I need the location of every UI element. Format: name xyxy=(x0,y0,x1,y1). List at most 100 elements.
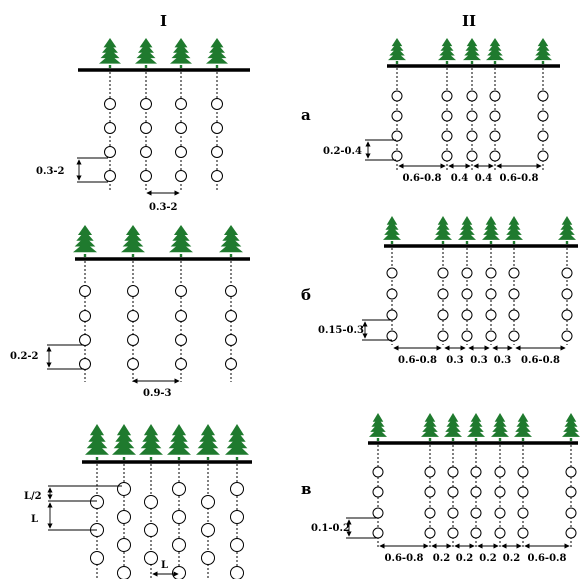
seedling-circle xyxy=(561,309,573,321)
seedling-circle xyxy=(211,98,223,110)
seedling-circle xyxy=(470,527,482,539)
tree-icon xyxy=(534,38,552,64)
seedling-circle xyxy=(466,90,478,102)
seedling-circle xyxy=(565,486,577,498)
seedling-circle xyxy=(466,130,478,142)
tree-icon xyxy=(85,424,109,460)
seedling-circle xyxy=(441,110,453,122)
seedling-circle xyxy=(225,285,237,297)
seedling-circle xyxy=(140,170,152,182)
tree-icon xyxy=(514,413,532,441)
seedling-circle xyxy=(90,495,104,509)
seedling-circle xyxy=(172,538,186,552)
seedling-circle xyxy=(485,309,497,321)
planting-row xyxy=(79,261,91,382)
seedling-circle xyxy=(230,482,244,496)
seedling-circle xyxy=(565,527,577,539)
seedling-circle xyxy=(175,358,187,370)
right-c-vertical-label: 0.1-0.2 xyxy=(311,523,350,534)
seedling-circle xyxy=(494,486,506,498)
seedling-circle xyxy=(447,527,459,539)
planting-row xyxy=(175,261,187,382)
planting-row xyxy=(494,445,506,548)
seedling-circle xyxy=(466,150,478,162)
planting-row xyxy=(211,72,223,192)
row-letter-a: а xyxy=(301,106,311,124)
seedling-circle xyxy=(201,495,215,509)
seedling-circle xyxy=(230,566,244,580)
left2-horizontal-label: 0.9-3 xyxy=(143,388,172,399)
seedling-circle xyxy=(470,507,482,519)
seedling-circle xyxy=(144,551,158,565)
seedling-circle xyxy=(175,334,187,346)
seedling-circle xyxy=(391,130,403,142)
right-c-spacing-label: 0.6-0.8 xyxy=(528,553,567,564)
seedling-circle xyxy=(508,330,520,342)
seedling-circle xyxy=(386,267,398,279)
planting-row xyxy=(466,68,478,170)
planting-row xyxy=(561,248,573,345)
seedling-circle xyxy=(447,507,459,519)
planting-row xyxy=(144,464,158,578)
seedling-circle xyxy=(386,288,398,300)
seedling-circle xyxy=(372,486,384,498)
seedling-circle xyxy=(104,98,116,110)
seedling-circle xyxy=(127,358,139,370)
seedling-circle xyxy=(441,130,453,142)
seedling-circle xyxy=(565,507,577,519)
planting-row xyxy=(517,445,529,548)
seedling-circle xyxy=(175,98,187,110)
tree-icon xyxy=(170,38,192,68)
tree-icon xyxy=(219,225,243,257)
seedling-circle xyxy=(144,523,158,537)
seedling-circle xyxy=(79,310,91,322)
seedling-circle xyxy=(424,466,436,478)
tree-icon xyxy=(167,424,191,460)
planting-row xyxy=(372,445,384,548)
seedling-circle xyxy=(117,510,131,524)
seedling-circle xyxy=(437,309,449,321)
tree-icon xyxy=(444,413,462,441)
seedling-circle xyxy=(517,527,529,539)
seedling-circle xyxy=(485,288,497,300)
right-c-spacing-label: 0.2 xyxy=(433,553,450,564)
tree-icon xyxy=(139,424,163,460)
tree-icon xyxy=(463,38,481,64)
seedling-circle xyxy=(225,310,237,322)
planting-row xyxy=(489,68,501,170)
seedling-circle xyxy=(79,285,91,297)
right-c-spacing-label: 0.2 xyxy=(503,553,520,564)
seedling-circle xyxy=(447,486,459,498)
right-b-spacing-label: 0.6-0.8 xyxy=(521,355,560,366)
seedling-circle xyxy=(561,330,573,342)
seedling-circle xyxy=(391,150,403,162)
left1-horizontal-label: 0.3-2 xyxy=(149,202,178,213)
planting-row xyxy=(485,248,497,345)
seedling-circle xyxy=(437,267,449,279)
seedling-circle xyxy=(437,288,449,300)
seedling-circle xyxy=(386,309,398,321)
seedling-circle xyxy=(508,288,520,300)
planting-row xyxy=(230,464,244,580)
tree-icon xyxy=(491,413,509,441)
tree-icon xyxy=(225,424,249,460)
seedling-circle xyxy=(470,466,482,478)
seedling-circle xyxy=(461,309,473,321)
seedling-circle xyxy=(230,538,244,552)
seedling-circle xyxy=(391,90,403,102)
row-letter-c: в xyxy=(301,480,311,498)
seedling-circle xyxy=(517,486,529,498)
seedling-circle xyxy=(127,310,139,322)
seedling-circle xyxy=(565,466,577,478)
tree-icon xyxy=(458,216,476,244)
seedling-circle xyxy=(117,482,131,496)
seedling-circle xyxy=(211,170,223,182)
seedling-circle xyxy=(79,334,91,346)
seedling-circle xyxy=(561,288,573,300)
seedling-circle xyxy=(447,466,459,478)
seedling-circle xyxy=(211,146,223,158)
planting-row xyxy=(470,445,482,548)
seedling-circle xyxy=(461,267,473,279)
seedling-circle xyxy=(494,466,506,478)
